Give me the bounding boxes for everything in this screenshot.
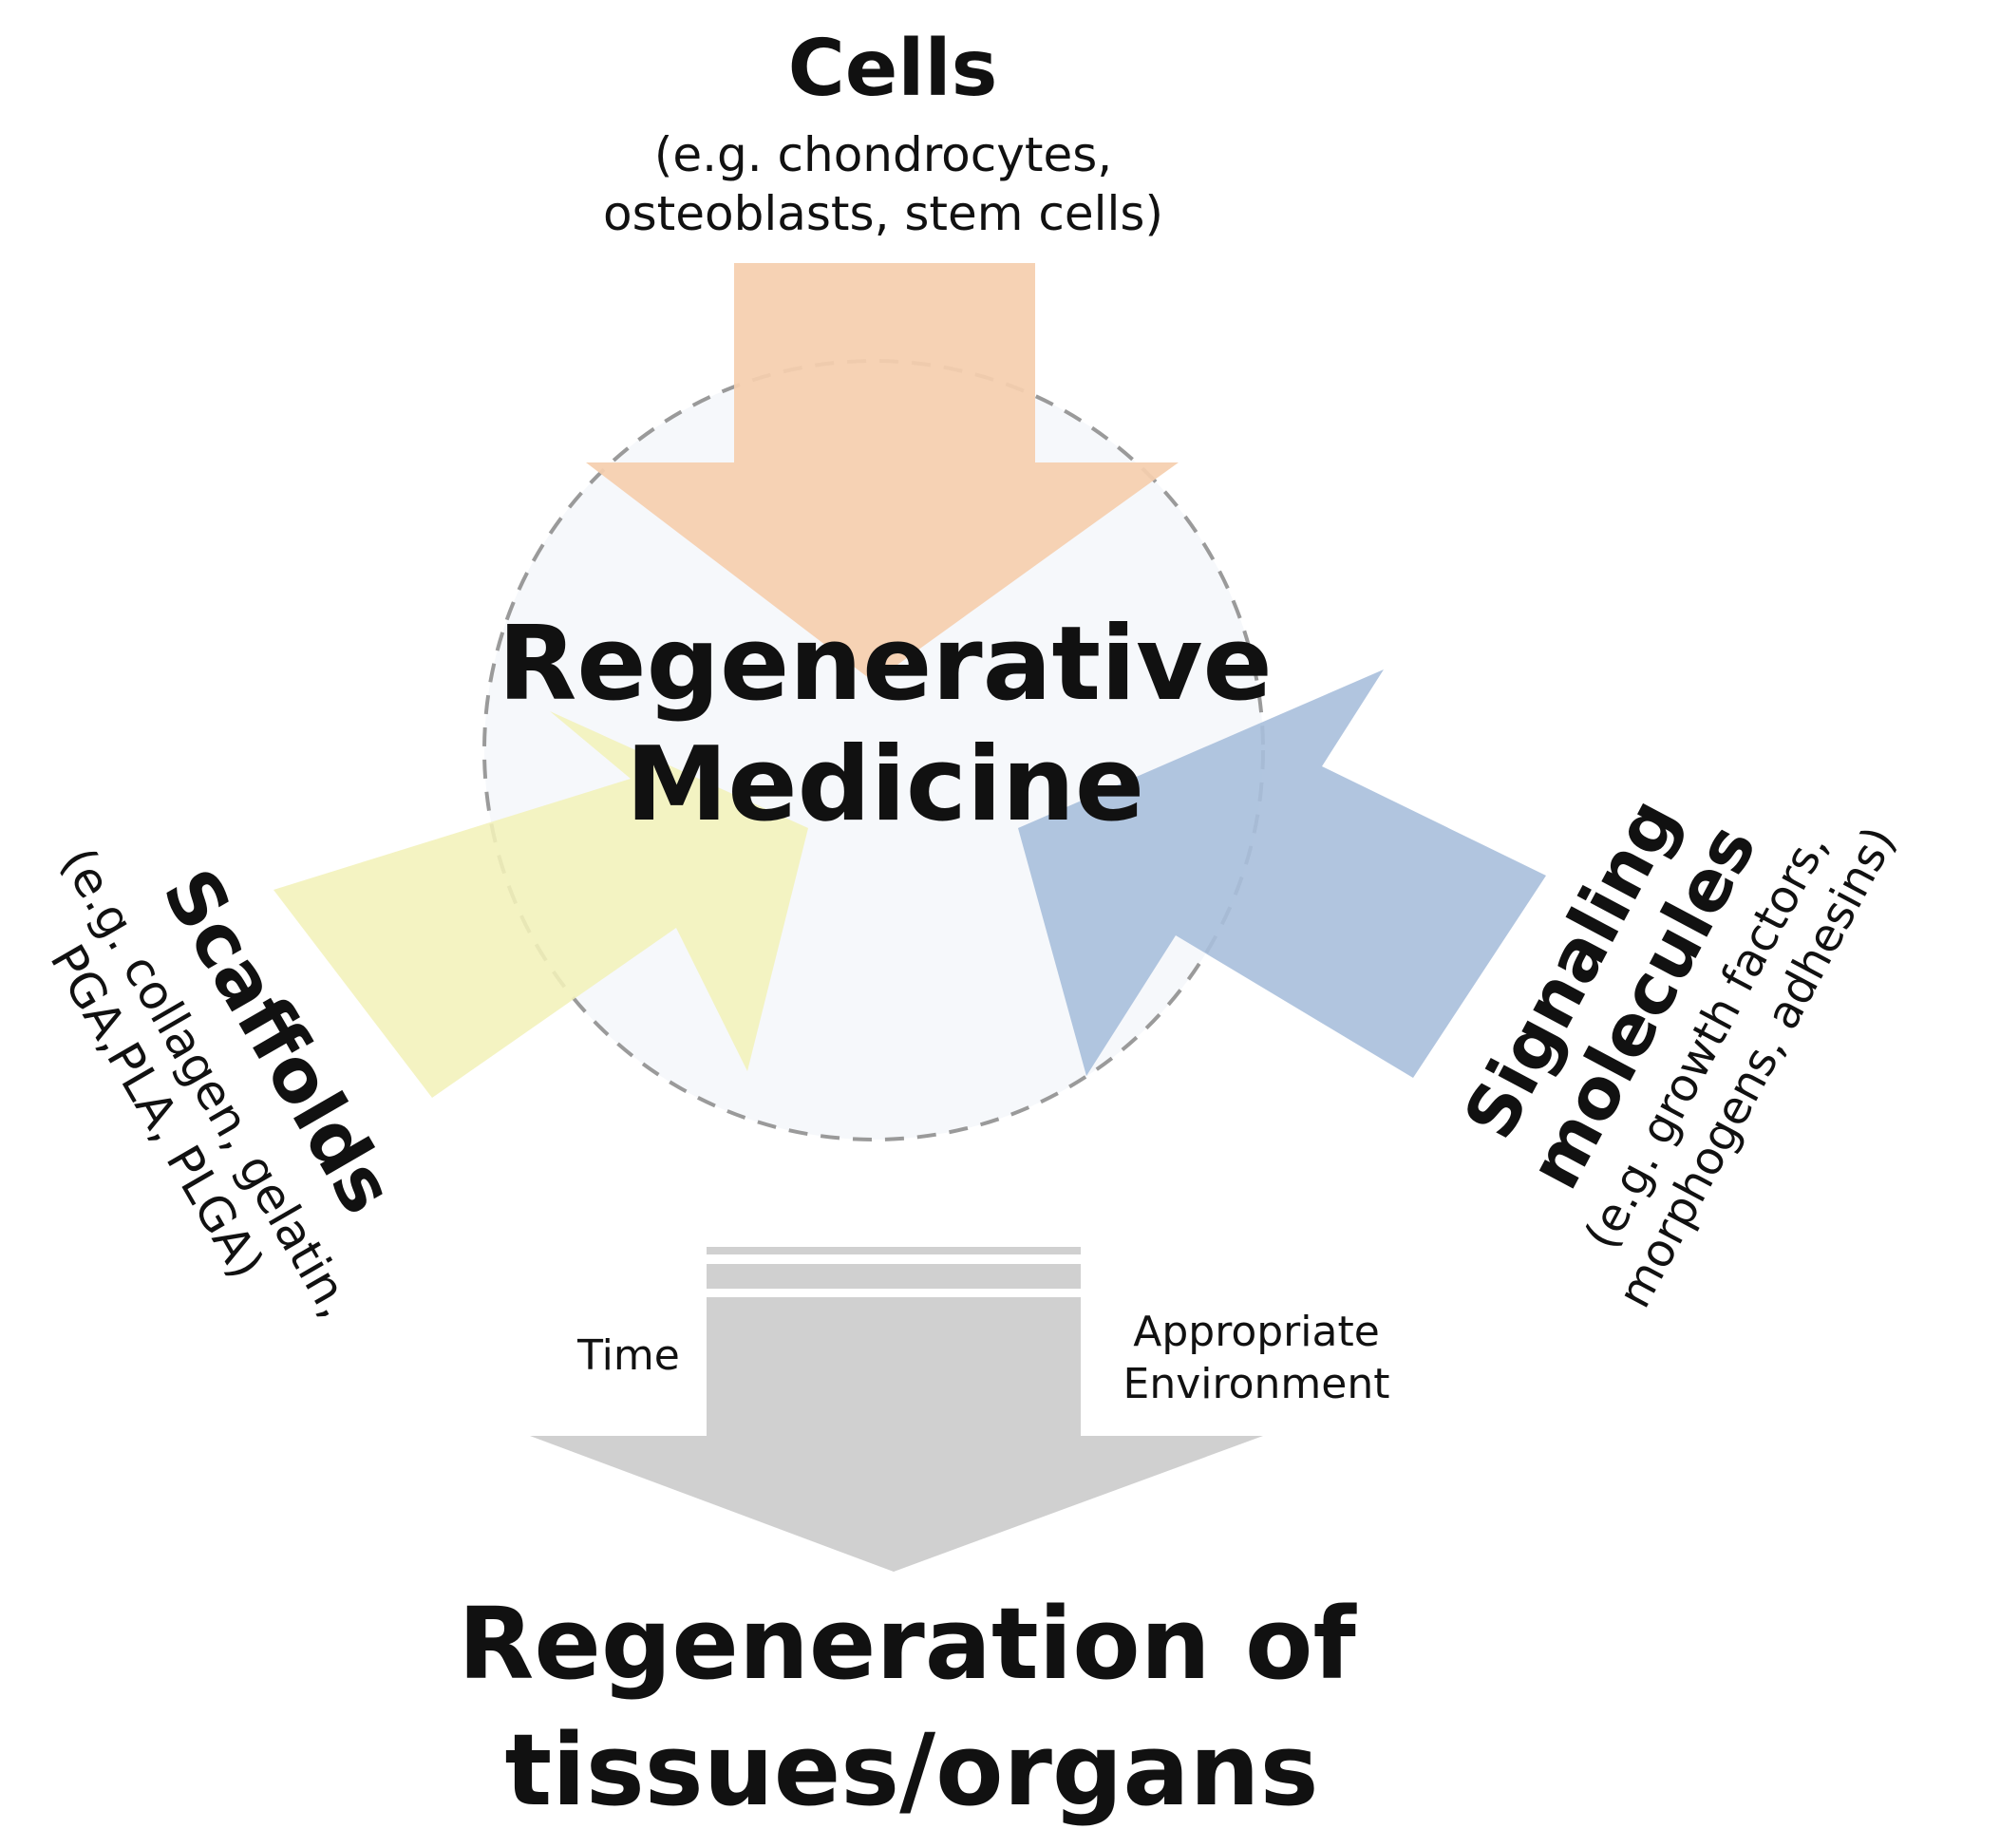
signaling-arrow [1018,669,1546,1078]
outcome-line2: tissues/organs [505,1712,1319,1828]
environment-label-line2: Environment [1123,1360,1390,1408]
cells-arrow [586,263,1179,682]
cells-examples-line2: osteoblasts, stem cells) [603,186,1163,241]
outcome-line1: Regeneration of [458,1586,1357,1702]
center-title-line2: Medicine [626,726,1144,844]
cells-title: Cells [788,24,998,114]
time-label: Time [576,1331,680,1380]
outcome-arrow-stripe-middle [707,1264,1081,1289]
cells-examples-line1: (e.g. chondrocytes, [654,127,1112,182]
outcome-arrow [530,1297,1263,1572]
scaffolds-arrow [274,711,808,1098]
signaling-label: Signaling molecules (e.g. growth factors… [1448,785,1906,1316]
environment-label-line1: Appropriate [1133,1308,1380,1356]
center-title-line1: Regenerative [498,605,1273,724]
outcome-arrow-stripe-top [707,1247,1081,1254]
